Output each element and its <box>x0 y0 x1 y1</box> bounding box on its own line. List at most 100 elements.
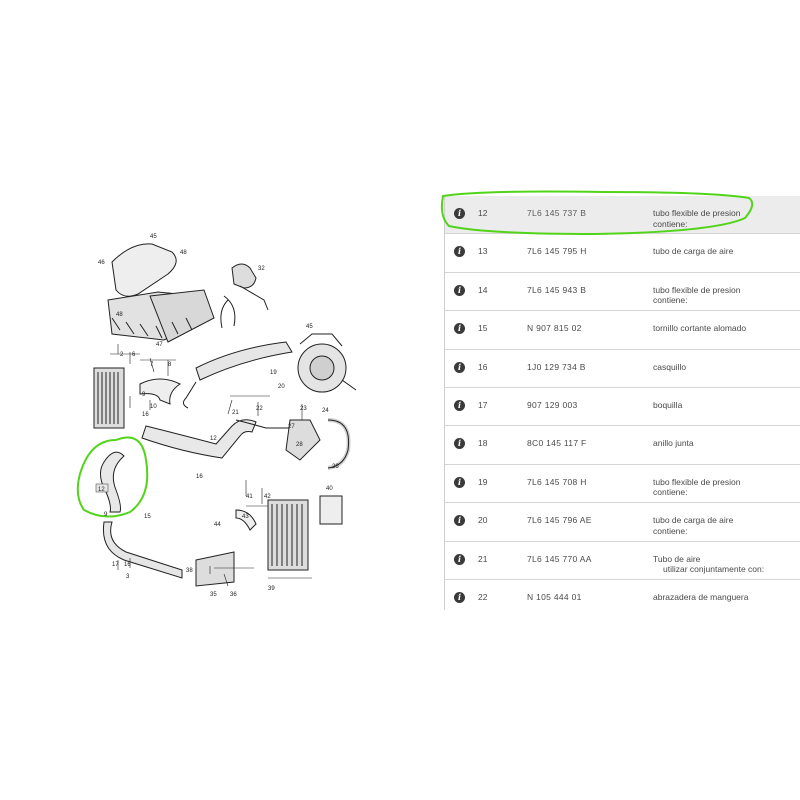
part-item-number: 20 <box>478 515 488 526</box>
part-number: 1J0 129 734 B <box>527 361 586 372</box>
info-icon[interactable]: i <box>454 246 465 258</box>
parts-row-22[interactable]: i 22 N 105 444 01 abrazadera de manguera <box>445 580 800 610</box>
part-item-number: 12 <box>478 208 488 218</box>
part-description: boquilla <box>653 400 682 411</box>
part-description-line1: tubo flexible de presion <box>653 208 741 218</box>
svg-text:42: 42 <box>264 494 271 500</box>
highlight-circle-diagram <box>76 436 149 518</box>
part-description-line1: Tubo de aire <box>653 553 701 564</box>
part-description-line1: tubo de carga de aire <box>653 515 734 526</box>
svg-text:21: 21 <box>232 410 239 416</box>
info-icon[interactable]: i <box>454 208 465 219</box>
svg-text:19: 19 <box>270 370 277 376</box>
part-description: abrazadera de manguera <box>653 592 748 603</box>
info-icon[interactable]: i <box>454 323 465 335</box>
part-number: N 105 444 01 <box>527 591 582 602</box>
info-icon[interactable]: i <box>454 553 465 565</box>
svg-text:16: 16 <box>124 562 131 568</box>
svg-text:16: 16 <box>196 474 203 480</box>
svg-text:46: 46 <box>98 260 105 266</box>
svg-text:7: 7 <box>150 362 154 368</box>
part-number: 8C0 145 117 F <box>527 438 587 449</box>
svg-text:20: 20 <box>278 384 285 390</box>
part-description-line1: tubo flexible de presion <box>653 284 741 295</box>
svg-text:35: 35 <box>210 592 217 598</box>
svg-text:27: 27 <box>288 424 295 430</box>
parts-row-17[interactable]: i 17 907 129 003 boquilla <box>445 388 800 427</box>
svg-text:45: 45 <box>150 234 157 240</box>
part-description: tubo de carga de aire <box>653 246 733 257</box>
svg-text:48: 48 <box>180 250 187 256</box>
part-description: tornillo cortante alomado <box>653 323 746 334</box>
hose-12 <box>100 451 125 513</box>
part-description-line1: anillo junta <box>653 438 694 449</box>
part-description-line2: contiene: <box>653 525 688 536</box>
part-description-line1: boquilla <box>653 399 683 410</box>
part-item-number: 22 <box>478 591 488 602</box>
parts-row-18[interactable]: i 18 8C0 145 117 F anillo junta <box>445 426 800 465</box>
part-description-line1: tubo flexible de presion <box>653 476 741 487</box>
part-number: 7L6 145 770 AA <box>527 553 592 564</box>
info-icon[interactable]: i <box>454 438 465 450</box>
part-number: 7L6 145 795 H <box>527 246 587 257</box>
part-description-line2: contiene: <box>653 295 688 306</box>
svg-text:16: 16 <box>142 412 149 418</box>
part-item-number: 17 <box>478 399 488 410</box>
parts-row-14[interactable]: i 14 7L6 145 943 B tubo flexible de presion… <box>445 273 800 312</box>
part-item-number: 19 <box>478 476 488 487</box>
info-icon[interactable]: i <box>454 476 465 488</box>
intercooler-right <box>267 499 309 571</box>
svg-text:38: 38 <box>186 568 193 574</box>
part-description-line2: contiene: <box>653 487 688 498</box>
part-number: 7L6 145 943 B <box>527 284 587 295</box>
info-icon[interactable]: i <box>454 591 465 603</box>
svg-text:9: 9 <box>104 512 108 518</box>
svg-text:6: 6 <box>132 352 136 358</box>
info-icon[interactable]: i <box>454 399 465 411</box>
svg-text:23: 23 <box>300 406 307 412</box>
svg-text:28: 28 <box>296 442 303 448</box>
svg-text:15: 15 <box>144 514 151 520</box>
part-description-line1: tubo de carga de aire <box>653 246 734 257</box>
part-description-line2: contiene: <box>653 218 688 229</box>
svg-text:10: 10 <box>150 404 157 410</box>
svg-text:8: 8 <box>168 362 172 368</box>
intake-manifold <box>111 243 177 297</box>
svg-text:45: 45 <box>306 324 313 330</box>
part-number: 7L6 145 796 AE <box>527 515 592 526</box>
callout-12-box <box>95 483 109 493</box>
callout-12: 12 <box>98 487 105 493</box>
svg-text:36: 36 <box>230 592 237 598</box>
svg-text:17: 17 <box>112 562 119 568</box>
svg-text:43: 43 <box>242 514 249 520</box>
svg-text:26: 26 <box>332 464 339 470</box>
throttle-body <box>231 263 257 289</box>
part-number: 907 129 003 <box>527 399 578 410</box>
part-description: casquillo <box>653 362 686 373</box>
part-description: anillo junta <box>653 438 694 449</box>
svg-text:39: 39 <box>268 586 275 592</box>
info-icon[interactable]: i <box>454 361 465 373</box>
part-item-number: 15 <box>478 323 488 334</box>
svg-text:24: 24 <box>322 408 329 414</box>
part-item-number: 14 <box>478 284 488 295</box>
info-icon[interactable]: i <box>454 284 465 296</box>
svg-text:32: 32 <box>258 266 265 272</box>
info-icon[interactable]: i <box>454 515 465 527</box>
svg-text:9: 9 <box>142 392 146 398</box>
part-number: 7L6 145 708 H <box>527 476 587 487</box>
parts-row-19[interactable]: i 19 7L6 145 708 H tubo flexible de presion… <box>445 465 800 504</box>
svg-text:2: 2 <box>120 352 124 358</box>
part-item-number: 18 <box>478 438 488 449</box>
